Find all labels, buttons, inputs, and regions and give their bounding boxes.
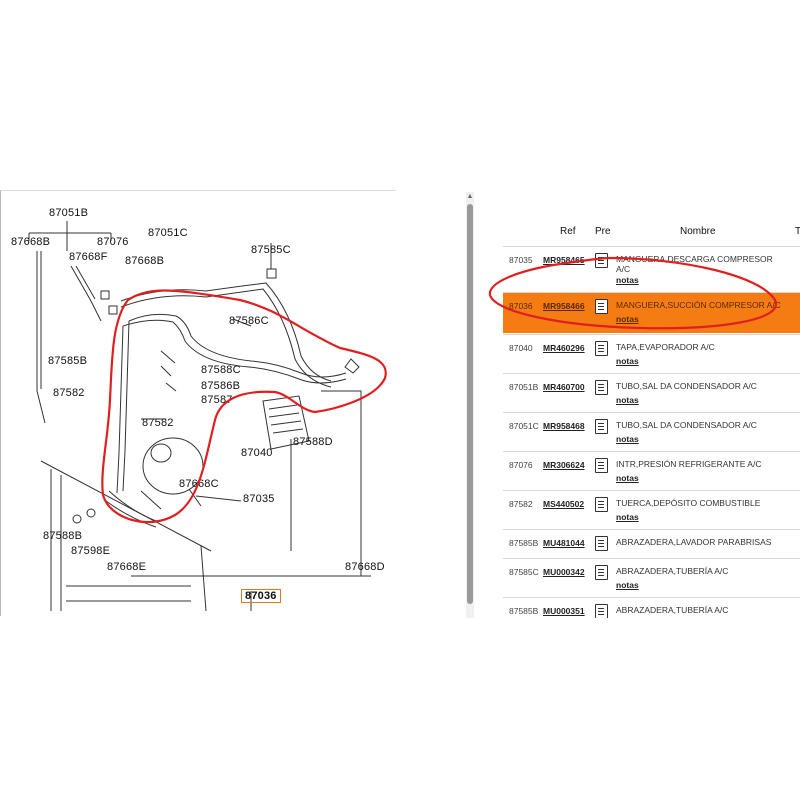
callout-87051B[interactable]: 87051B: [49, 207, 89, 219]
table-row-highlighted[interactable]: 87036 MR958466 MANGUERA,SUCCIÓN COMPRESO…: [503, 292, 800, 333]
callout-87668D[interactable]: 87668D: [345, 561, 385, 573]
callout-87586B[interactable]: 87586B: [201, 380, 241, 392]
callout-87076[interactable]: 87076: [97, 236, 129, 248]
row-notes-link[interactable]: notas: [616, 314, 639, 324]
row-notes-link[interactable]: notas: [616, 356, 639, 366]
header-nombre[interactable]: Nombre: [680, 226, 716, 237]
row-name: INTR,PRESIÓN REFRIGERANTE A/C: [616, 459, 762, 469]
table-row[interactable]: 87035 MR958465 MANGUERA,DESCARGA COMPRES…: [503, 246, 800, 285]
row-ref-link[interactable]: MU481044: [543, 538, 585, 548]
callout-87585B[interactable]: 87585B: [48, 355, 88, 367]
row-code: 87585B: [509, 606, 539, 616]
table-row[interactable]: 87585C MU000342 ABRAZADERA,TUBERÍA A/C n…: [503, 558, 800, 597]
row-name: ABRAZADERA,LAVADOR PARABRISAS: [616, 537, 772, 547]
row-code: 87036: [509, 301, 533, 311]
table-row[interactable]: 87076 MR306624 INTR,PRESIÓN REFRIGERANTE…: [503, 451, 800, 490]
clipboard-icon[interactable]: [595, 253, 608, 268]
callout-87035[interactable]: 87035: [243, 493, 275, 505]
diagram-drawing: [28, 221, 371, 612]
row-name: TUERCA,DEPÓSITO COMBUSTIBLE: [616, 498, 761, 508]
row-ref-link[interactable]: MR958466: [543, 301, 585, 311]
clipboard-icon[interactable]: [595, 380, 608, 395]
callout-87588C[interactable]: 87588C: [201, 364, 241, 376]
row-code: 87051C: [509, 421, 539, 431]
parts-table: Ref Pre Nombre T 87035 MR958465 MANGUERA…: [503, 222, 800, 618]
row-ref-link[interactable]: MR958465: [543, 255, 585, 265]
row-name: ABRAZADERA,TUBERÍA A/C: [616, 605, 729, 615]
row-code: 87040: [509, 343, 533, 353]
scroll-thumb[interactable]: [467, 204, 473, 604]
row-notes-link[interactable]: notas: [616, 580, 639, 590]
row-code: 87035: [509, 255, 533, 265]
callout-87051C[interactable]: 87051C: [148, 227, 188, 239]
table-row[interactable]: 87585B MU000351 ABRAZADERA,TUBERÍA A/C: [503, 597, 800, 618]
clipboard-icon[interactable]: [595, 565, 608, 580]
row-code: 87051B: [509, 382, 539, 392]
callout-87668E[interactable]: 87668E: [107, 561, 147, 573]
vertical-scrollbar[interactable]: ▲: [466, 192, 474, 618]
clipboard-icon[interactable]: [595, 341, 608, 356]
callout-87036[interactable]: 87036: [241, 589, 281, 603]
clipboard-icon[interactable]: [595, 419, 608, 434]
row-notes-link[interactable]: notas: [616, 434, 639, 444]
callout-87598E[interactable]: 87598E: [71, 545, 111, 557]
row-ref-link[interactable]: MU000351: [543, 606, 585, 616]
row-code: 87076: [509, 460, 533, 470]
callout-87588B[interactable]: 87588B: [43, 530, 83, 542]
table-row[interactable]: 87582 MS440502 TUERCA,DEPÓSITO COMBUSTIB…: [503, 490, 800, 529]
row-name: MANGUERA,DESCARGA COMPRESOR: [616, 254, 773, 264]
callout-87668B-top[interactable]: 87668B: [11, 236, 51, 248]
callout-87588D[interactable]: 87588D: [293, 436, 333, 448]
row-name: TUBO,SAL DA CONDENSADOR A/C: [616, 420, 757, 430]
row-name: MANGUERA,SUCCIÓN COMPRESOR A/C: [616, 300, 781, 310]
header-ref[interactable]: Ref: [560, 226, 576, 237]
row-code: 87585C: [509, 567, 539, 577]
table-row[interactable]: 87040 MR460296 TAPA,EVAPORADOR A/C notas: [503, 334, 800, 373]
callout-87668B-mid[interactable]: 87668B: [125, 255, 165, 267]
table-row[interactable]: 87051B MR460700 TUBO,SAL DA CONDENSADOR …: [503, 373, 800, 412]
row-code: 87582: [509, 499, 533, 509]
callout-87668F[interactable]: 87668F: [69, 251, 108, 263]
callout-87585C[interactable]: 87585C: [251, 244, 291, 256]
callout-87582-mid[interactable]: 87582: [142, 417, 174, 429]
row-name-continued: A/C: [616, 264, 631, 274]
header-pre[interactable]: Pre: [595, 226, 611, 237]
callout-87668C[interactable]: 87668C: [179, 478, 219, 490]
row-ref-link[interactable]: MR306624: [543, 460, 585, 470]
callout-87586C[interactable]: 87586C: [229, 315, 269, 327]
callout-87587[interactable]: 87587: [201, 394, 233, 406]
clipboard-icon[interactable]: [595, 299, 608, 314]
row-ref-link[interactable]: MS440502: [543, 499, 585, 509]
row-notes-link[interactable]: notas: [616, 395, 639, 405]
row-ref-link[interactable]: MR460296: [543, 343, 585, 353]
parts-diagram: 87051B 87668B 87076 87668F 87051C 87585C…: [0, 190, 396, 616]
row-notes-link[interactable]: notas: [616, 473, 639, 483]
table-row[interactable]: 87585B MU481044 ABRAZADERA,LAVADOR PARAB…: [503, 529, 800, 568]
row-name: TUBO,SAL DA CONDENSADOR A/C: [616, 381, 757, 391]
header-extra[interactable]: T: [795, 226, 800, 237]
row-name: ABRAZADERA,TUBERÍA A/C: [616, 566, 729, 576]
row-ref-link[interactable]: MU000342: [543, 567, 585, 577]
clipboard-icon[interactable]: [595, 536, 608, 551]
row-ref-link[interactable]: MR958468: [543, 421, 585, 431]
row-code: 87585B: [509, 538, 539, 548]
row-name: TAPA,EVAPORADOR A/C: [616, 342, 715, 352]
row-notes-link[interactable]: notas: [616, 512, 639, 522]
clipboard-icon[interactable]: [595, 458, 608, 473]
callout-87040[interactable]: 87040: [241, 447, 273, 459]
table-row[interactable]: 87051C MR958468 TUBO,SAL DA CONDENSADOR …: [503, 412, 800, 451]
clipboard-icon[interactable]: [595, 604, 608, 618]
row-notes-link[interactable]: notas: [616, 275, 639, 285]
callout-87582-left[interactable]: 87582: [53, 387, 85, 399]
row-ref-link[interactable]: MR460700: [543, 382, 585, 392]
clipboard-icon[interactable]: [595, 497, 608, 512]
scroll-up-arrow-icon[interactable]: ▲: [466, 193, 474, 200]
